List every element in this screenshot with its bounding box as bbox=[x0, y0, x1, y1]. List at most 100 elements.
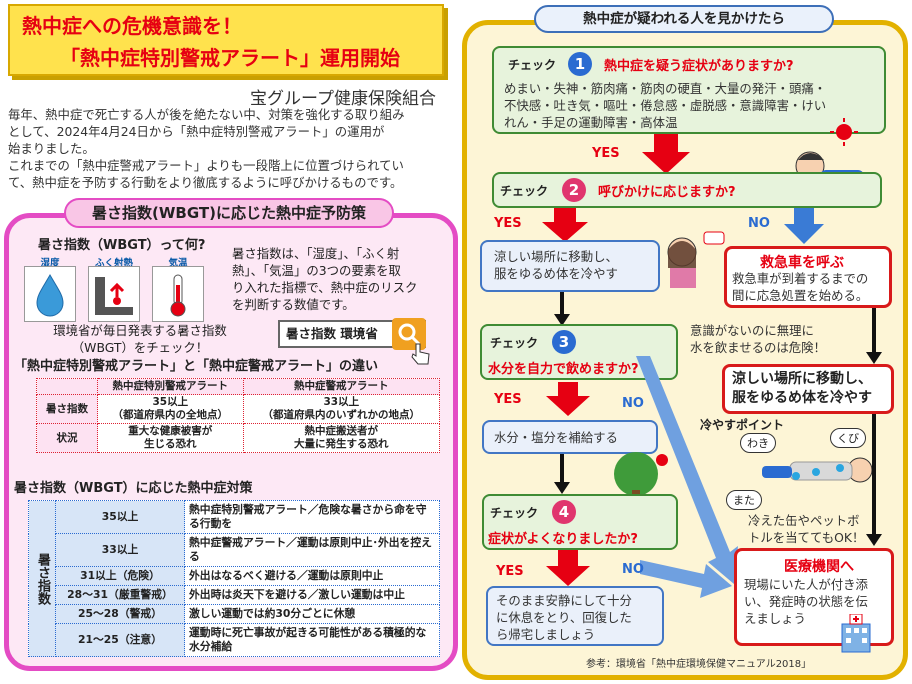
cool-move-text: 涼しい場所に移動し、 服をゆるめ体を冷やす bbox=[494, 248, 618, 282]
down-arrow-icon bbox=[554, 454, 570, 494]
level-cell: 21～25（注意） bbox=[55, 623, 185, 657]
ambulance-line: 間に応急処置を始める。 bbox=[732, 288, 869, 303]
intro-line: これまでの「熱中症警戒アラート」よりも一段階上に位置づけられてい bbox=[8, 158, 404, 173]
table-row: 熱中症特別警戒アラート 熱中症警戒アラート bbox=[36, 378, 441, 395]
measures-table: 暑さ指数 35以上 熱中症特別警戒アラート／危険な暑さから命を守る行動を 33以… bbox=[28, 500, 440, 657]
cell-line: 大量に発生する恐れ bbox=[294, 438, 389, 450]
yes-label: YES bbox=[496, 564, 524, 579]
cooling-label-groin: また bbox=[726, 490, 762, 510]
check-label: チェック bbox=[490, 506, 539, 520]
rest-line: ら帰宅しましょう bbox=[496, 627, 596, 642]
row-label: 状況 bbox=[36, 423, 98, 453]
hospital-building-icon bbox=[841, 614, 871, 653]
rest-box bbox=[486, 586, 664, 646]
down-arrow-icon bbox=[866, 308, 882, 364]
hospital-text: 現場にいた人が付き添 い、発症時の状態を伝 えましょう bbox=[744, 576, 868, 627]
symptom-line: 不快感・吐き気・嘔吐・倦怠感・虚脱感・意識障害・けい bbox=[504, 98, 827, 113]
thermometer-icon bbox=[152, 266, 204, 322]
ambulance-line: 救急車が到着するまでの bbox=[732, 271, 869, 286]
table-row: 状況 重大な健康被害が生じる恐れ 熱中症搬送者が大量に発生する恐れ bbox=[36, 423, 441, 453]
table-cell: 熱中症搬送者が大量に発生する恐れ bbox=[242, 423, 441, 453]
wbgt-heading: 暑さ指数(WBGT)に応じた熱中症予防策 bbox=[64, 198, 394, 228]
ambulance-text: 救急車が到着するまでの 間に応急処置を始める。 bbox=[732, 270, 868, 304]
hydrate-box bbox=[482, 420, 658, 454]
symptom-line: れん・手足の運動障害・高体温 bbox=[504, 115, 678, 130]
alert-difference-title: 「熱中症特別警戒アラート」と「熱中症警戒アラート」の違い bbox=[14, 359, 379, 374]
yes-label: YES bbox=[592, 146, 620, 161]
cooling-note-line: 冷えた缶やペットボ bbox=[748, 513, 860, 528]
check2-question: 呼びかけに応じますか? bbox=[598, 185, 736, 200]
alert-compare-table: 熱中症特別警戒アラート 熱中症警戒アラート 暑さ指数 35以上（都道府県内の全地… bbox=[36, 378, 441, 453]
action-cell: 激しい運動では約30分ごとに休憩 bbox=[184, 604, 440, 624]
check2-number: 2 bbox=[562, 178, 586, 202]
intro-line: として、2024年4月24日から「熱中症特別警戒アラート」の運用が bbox=[8, 124, 385, 139]
down-arrow-icon bbox=[784, 208, 824, 244]
table-header bbox=[36, 378, 98, 395]
down-arrow-icon bbox=[554, 292, 570, 326]
wbgt-description: 暑さ指数は、「湿度」、「ふく射 熱」、「気温」の3つの要素を取 り入れた指標で、… bbox=[232, 245, 444, 313]
down-arrow-icon bbox=[542, 208, 588, 242]
ambulance-title: 救急車を呼ぶ bbox=[760, 255, 844, 271]
table-row: 33以上 熱中症警戒アラート／運動は原則中止･外出を控える bbox=[29, 533, 440, 567]
cooling-label-armpit: わき bbox=[740, 433, 776, 453]
hospital-line: 現場にいた人が付き添 bbox=[744, 577, 868, 592]
table-cell: 重大な健康被害が生じる恐れ bbox=[97, 423, 244, 453]
right-arrow-icon bbox=[640, 560, 732, 598]
check2-box bbox=[492, 172, 882, 208]
ambulance-box bbox=[724, 246, 892, 308]
action-cell: 外出はなるべく避ける／運動は原則中止 bbox=[184, 566, 440, 586]
level-cell: 33以上 bbox=[55, 533, 185, 567]
table-header: 熱中症特別警戒アラート bbox=[97, 378, 244, 395]
table-row: 28～31（厳重警戒） 外出時は炎天下を避ける／激しい運動は中止 bbox=[29, 585, 440, 605]
cell-line: 生じる恐れ bbox=[144, 438, 197, 450]
down-arrow-icon bbox=[546, 550, 590, 586]
icon-label-temperature: 気温 bbox=[168, 258, 188, 269]
cool-move-bold-line: 涼しい場所に移動し、 bbox=[732, 371, 872, 387]
danger-note: 意識がないのに無理に 水を飲ませるのは危険！ bbox=[690, 322, 826, 356]
table-row: 暑さ指数 35以上（都道府県内の全地点） 33以上（都道府県内のいずれかの地点） bbox=[36, 394, 441, 424]
radiant-heat-icon bbox=[88, 266, 140, 322]
check-note-line: 環境省が毎日発表する暑さ指数 bbox=[53, 323, 227, 338]
flow-heading: 熱中症が疑われる人を見かけたら bbox=[534, 5, 834, 33]
danger-note-line: 水を飲ませるのは危険！ bbox=[690, 340, 826, 355]
cool-move-bold-box bbox=[722, 364, 894, 414]
cooling-label-neck: くび bbox=[830, 428, 866, 448]
check4-number: 4 bbox=[552, 500, 576, 524]
cell-line: （都道府県内のいずれかの地点） bbox=[262, 409, 421, 421]
wbgt-question: 暑さ指数（WBGT）って何? bbox=[38, 238, 206, 253]
lying-person-icon bbox=[762, 457, 873, 483]
no-label: NO bbox=[622, 562, 644, 577]
search-icon bbox=[398, 323, 421, 346]
cool-move-bold-text: 涼しい場所に移動し、 服をゆるめ体を冷やす bbox=[732, 370, 872, 408]
reference-note: 参考：環境省「熱中症環境保健マニュアル2018」 bbox=[586, 659, 812, 670]
measures-side-label: 暑さ指数 bbox=[28, 500, 56, 657]
intro-text: 毎年、熱中症で死亡する人が後を絶たない中、対策を強化する取り組み として、202… bbox=[8, 106, 452, 191]
check3-number: 3 bbox=[552, 330, 576, 354]
cell-line: 重大な健康被害が bbox=[128, 425, 213, 437]
danger-note-line: 意識がないのに無理に bbox=[690, 323, 814, 338]
cell-line: 33以上 bbox=[323, 396, 360, 408]
no-label: NO bbox=[622, 396, 644, 411]
level-cell: 31以上（危険） bbox=[55, 566, 185, 586]
title-line-1: 熱中症への危機意識を！ bbox=[22, 14, 242, 38]
side-label-text: 暑さ指数 bbox=[35, 552, 50, 605]
organization-name: 宝グループ健康保険組合 bbox=[250, 89, 436, 109]
table-row: 25～28（警戒） 激しい運動では約30分ごとに休憩 bbox=[29, 604, 440, 624]
water-drop-icon bbox=[24, 266, 76, 322]
cool-move-box bbox=[480, 240, 660, 292]
check-note-line: （WBGT）をチェック！ bbox=[71, 340, 209, 355]
icon-label-humidity: 湿度 bbox=[40, 258, 60, 269]
icon-label-radiant-heat: ふく射熱 bbox=[94, 258, 133, 269]
intro-line: て、熱中症を予防する行動をより徹底するように呼びかけるものです。 bbox=[8, 175, 403, 190]
title-banner bbox=[8, 4, 444, 76]
row-label: 暑さ指数 bbox=[36, 394, 98, 424]
no-label: NO bbox=[748, 216, 770, 231]
down-arrow-icon bbox=[546, 382, 590, 416]
cell-line: 熱中症搬送者が bbox=[304, 425, 379, 437]
sun-icon bbox=[830, 118, 858, 146]
table-cell: 33以上（都道府県内のいずれかの地点） bbox=[242, 394, 441, 424]
desc-line: を判断する数値です。 bbox=[232, 297, 355, 312]
action-cell: 熱中症特別警戒アラート／危険な暑さから命を守る行動を bbox=[184, 500, 440, 534]
down-arrow-icon bbox=[642, 134, 690, 174]
cell-line: 35以上 bbox=[152, 396, 189, 408]
